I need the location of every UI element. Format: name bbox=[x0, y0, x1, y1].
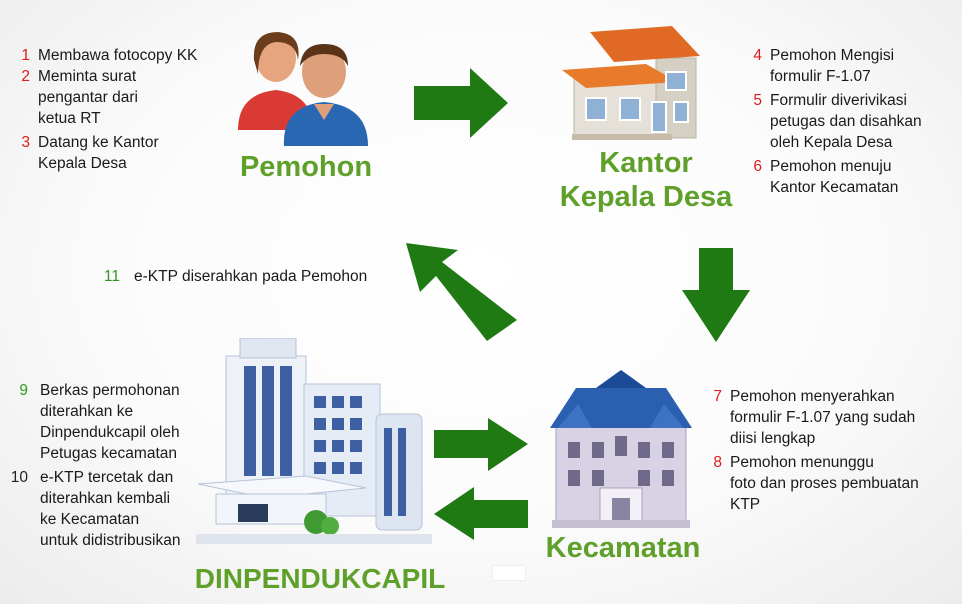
step-item: 7 Pemohon menyerahkan formulir F-1.07 yan… bbox=[706, 386, 919, 449]
step-text: Pemohon menyerahkan formulir F-1.07 yang… bbox=[730, 388, 916, 447]
step-item: 2 Meminta surat pengantar dari ketua RT bbox=[14, 66, 197, 129]
step-text: Formulir diverivikasi petugas dan disahk… bbox=[770, 92, 922, 151]
steps-kantor-desa: 4 Pemohon Mengisi formulir F-1.07 5 Formul… bbox=[748, 45, 922, 198]
step-number: 4 bbox=[753, 47, 762, 64]
step-item: 5 Formulir diverivikasi petugas dan disah… bbox=[748, 90, 922, 153]
arrow-dinas-to-kecamatan bbox=[434, 418, 528, 471]
step-text: Pemohon menunggu foto dan proses pembuat… bbox=[730, 454, 919, 513]
step-number: 1 bbox=[21, 47, 30, 64]
step-text: Pemohon menuju Kantor Kecamatan bbox=[770, 158, 899, 196]
arrow-pemohon-to-desa bbox=[414, 68, 508, 138]
arrow-kecamatan-to-dinas bbox=[434, 487, 528, 540]
step-text: e-KTP tercetak dan diterahkan kembali ke… bbox=[40, 469, 181, 549]
step-number: 8 bbox=[713, 454, 722, 471]
step-text: e-KTP diserahkan pada Pemohon bbox=[134, 268, 368, 285]
steps-kecamatan: 7 Pemohon menyerahkan formulir F-1.07 yan… bbox=[706, 386, 919, 515]
step-text: Pemohon Mengisi formulir F-1.07 bbox=[770, 47, 895, 85]
step-text: Datang ke Kantor Kepala Desa bbox=[38, 134, 159, 172]
step-number: 10 bbox=[10, 469, 28, 486]
village-house-icon bbox=[562, 26, 700, 140]
node-title-kecamatan: Kecamatan bbox=[545, 532, 701, 564]
step-number: 7 bbox=[713, 388, 722, 405]
step-item: 9 Berkas permohonan diterahkan ke Dinpend… bbox=[4, 380, 180, 464]
arrow-desa-to-kecamatan bbox=[682, 248, 750, 342]
steps-dinpendukcapil: 9 Berkas permohonan diterahkan ke Dinpend… bbox=[4, 380, 181, 551]
step-number: 3 bbox=[21, 134, 30, 151]
node-title-pemohon: Pemohon bbox=[239, 151, 373, 183]
people-icon bbox=[238, 32, 368, 146]
step-text: Berkas permohonan diterahkan ke Dinpendu… bbox=[40, 382, 180, 462]
step-number: 6 bbox=[753, 158, 762, 175]
office-tower-icon bbox=[196, 338, 432, 544]
step-item: 3 Datang ke Kantor Kepala Desa bbox=[14, 132, 197, 174]
step-text: Meminta surat pengantar dari ketua RT bbox=[38, 68, 138, 127]
node-title-kantor-desa: Kantor Kepala Desa bbox=[559, 147, 733, 213]
arrow-kecamatan-to-pemohon bbox=[406, 243, 517, 341]
step-item: 4 Pemohon Mengisi formulir F-1.07 bbox=[748, 45, 922, 87]
blank-label-box bbox=[492, 565, 526, 581]
step-number: 11 bbox=[103, 268, 120, 285]
step-return: 11 e-KTP diserahkan pada Pemohon bbox=[100, 268, 367, 286]
step-text: Membawa fotocopy KK bbox=[38, 47, 198, 64]
step-item: 6 Pemohon menuju Kantor Kecamatan bbox=[748, 156, 922, 198]
government-building-icon bbox=[550, 370, 692, 528]
step-item: 10 e-KTP tercetak dan diterahkan kembali … bbox=[4, 467, 181, 551]
step-item: 1 Membawa fotocopy KK bbox=[14, 45, 197, 66]
step-item: 8 Pemohon menunggu foto dan proses pembua… bbox=[706, 452, 919, 515]
step-number: 5 bbox=[753, 92, 762, 109]
steps-pemohon: 1 Membawa fotocopy KK 2 Meminta surat peng… bbox=[14, 45, 197, 174]
step-number: 2 bbox=[21, 68, 30, 85]
step-number: 9 bbox=[19, 382, 28, 399]
node-title-dinpendukcapil: DINPENDUKCAPIL bbox=[194, 563, 446, 594]
